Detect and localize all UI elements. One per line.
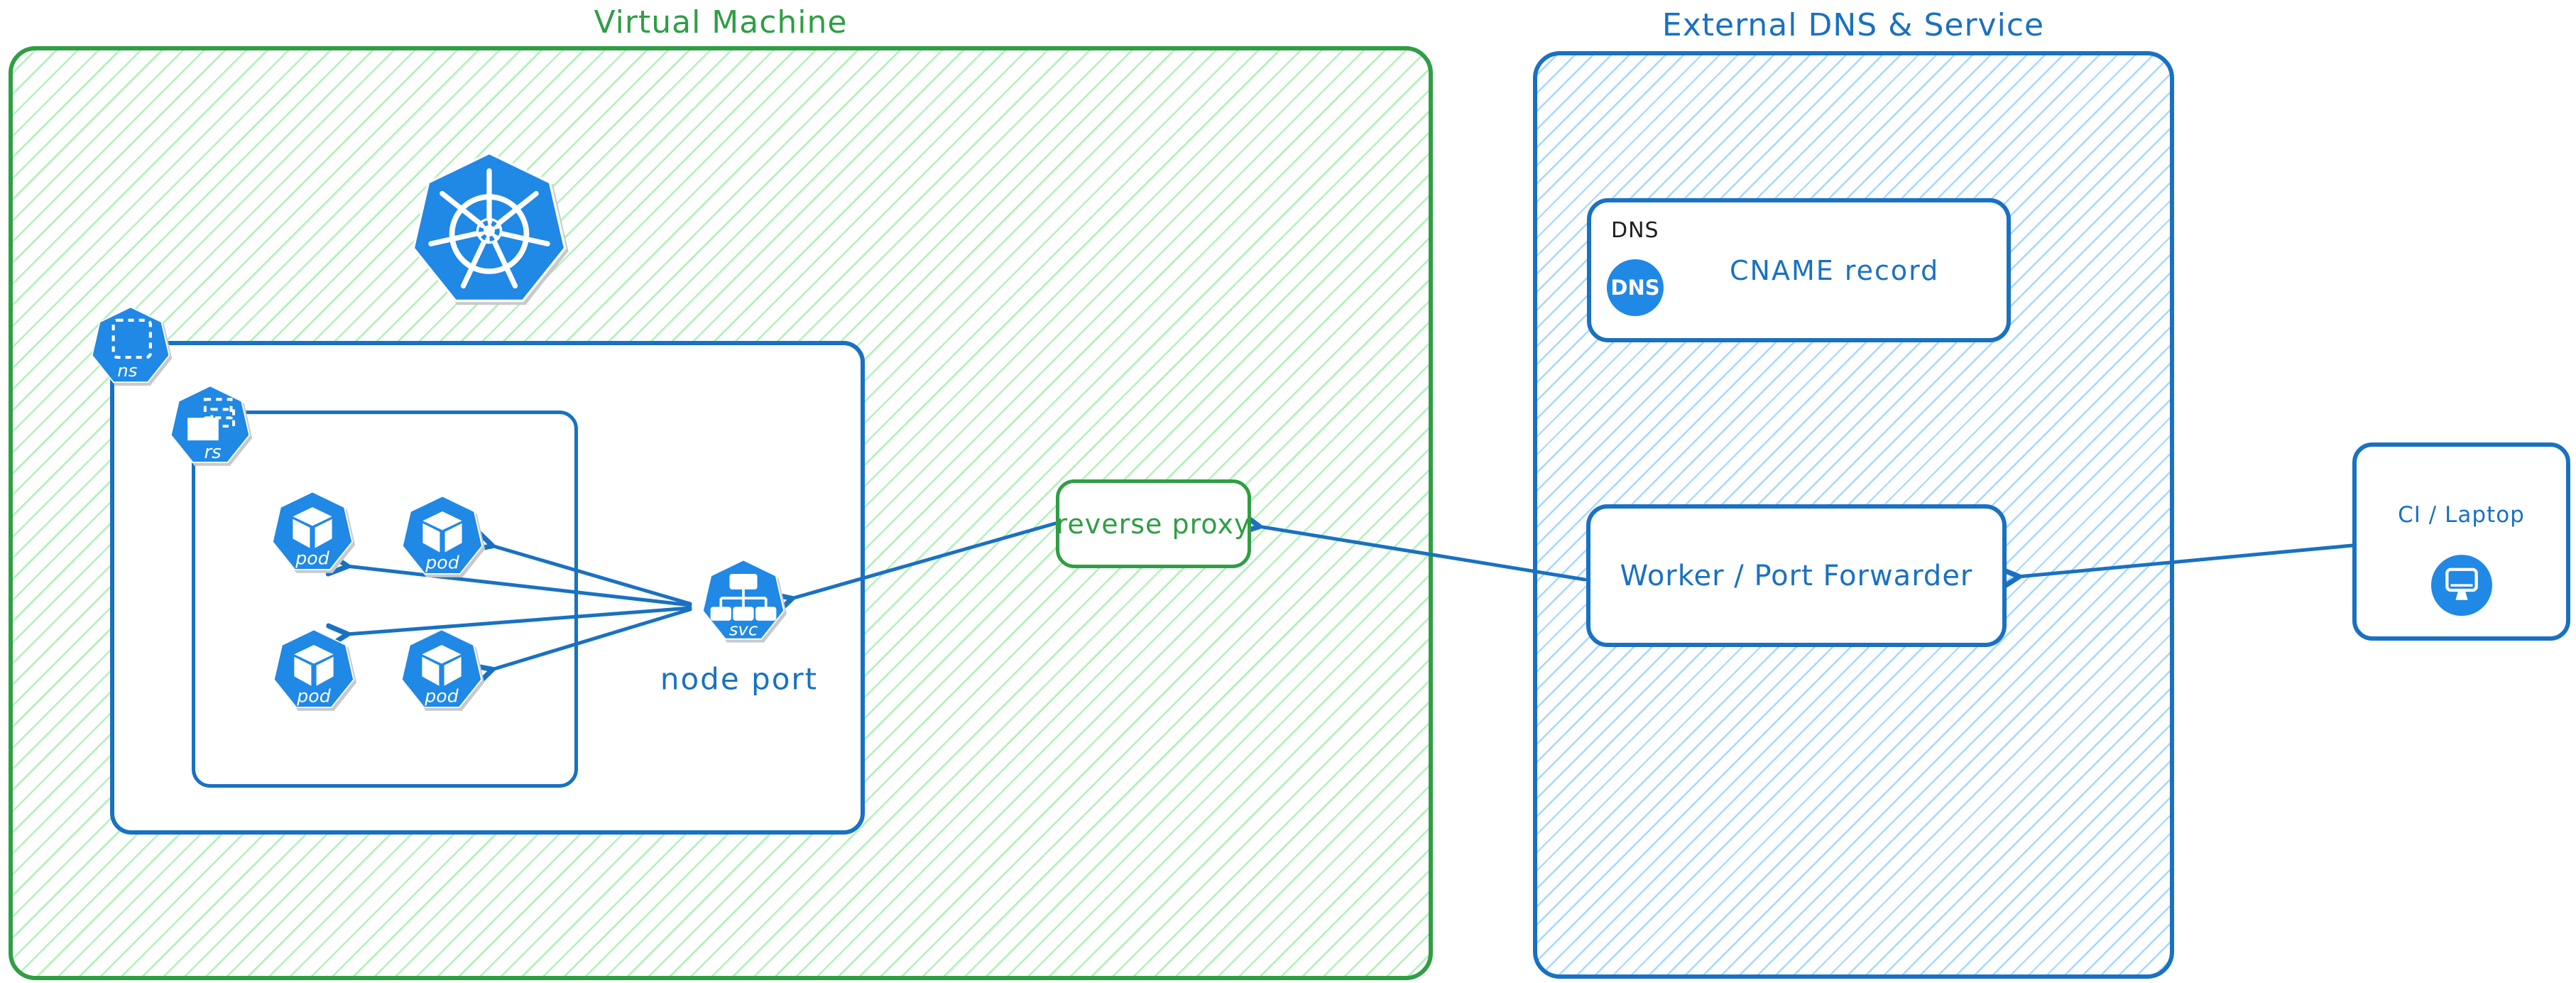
ci-laptop-box: CI / Laptop <box>2352 442 2570 641</box>
pod-icon: pod <box>273 629 355 708</box>
dns-badge-text: DNS <box>1610 276 1660 300</box>
ns-icon-label: ns <box>117 360 137 381</box>
pod-icon: pod <box>271 491 354 570</box>
pod-icon-label: pod <box>425 552 459 572</box>
namespace-icon: ns <box>91 306 170 383</box>
reverse-proxy-box: reverse proxy <box>1056 479 1251 568</box>
pod-icon-label: pod <box>295 548 329 568</box>
cname-record-box: DNS DNS CNAME record <box>1587 198 2011 342</box>
node-port-label: node port <box>660 661 819 697</box>
monitor-icon <box>2430 555 2492 617</box>
worker-port-forwarder-box: Worker / Port Forwarder <box>1586 504 2007 647</box>
pod-icon: pod <box>401 495 484 575</box>
service-icon: svc <box>702 559 785 640</box>
external-group-title: External DNS & Service <box>1661 7 2045 43</box>
svc-icon-label: svc <box>729 619 758 640</box>
cname-record-label: CNAME record <box>1730 254 1940 286</box>
kubernetes-logo-icon <box>412 151 567 303</box>
dns-tag-label: DNS <box>1611 218 1659 243</box>
vm-group-title: Virtual Machine <box>594 4 848 40</box>
pod-icon: pod <box>400 629 483 708</box>
worker-port-forwarder-label: Worker / Port Forwarder <box>1620 559 1973 592</box>
reverse-proxy-label: reverse proxy <box>1056 508 1251 540</box>
dns-badge-icon: DNS <box>1607 259 1664 316</box>
pod-icon-label: pod <box>424 685 459 706</box>
rs-icon-label: rs <box>204 442 221 463</box>
ci-laptop-label: CI / Laptop <box>2398 502 2525 528</box>
replicaset-icon: rs <box>170 385 251 463</box>
pod-icon-label: pod <box>296 685 331 706</box>
